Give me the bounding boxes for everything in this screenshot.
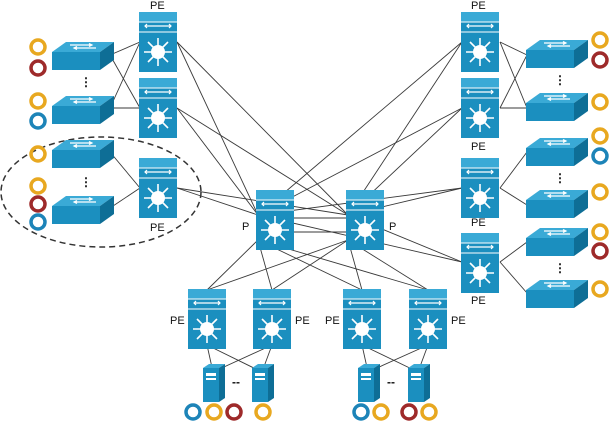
endpoint-icon: [420, 403, 438, 421]
endpoint-icon: [184, 403, 202, 421]
endpoint-icon: [29, 145, 47, 163]
pe-label: PE: [295, 315, 310, 327]
endpoint-icon: [29, 59, 47, 77]
endpoint-icon: [205, 403, 223, 421]
access-switch-right-5: [525, 227, 589, 257]
access-switch-left-2: [51, 95, 115, 125]
p-label: P: [242, 221, 249, 233]
ellipsis-left-top: ⋮: [80, 75, 92, 89]
pe-router-right-1: PE: [460, 0, 500, 73]
access-switch-right-3: [525, 137, 589, 167]
endpoint-icon: [29, 38, 47, 56]
endpoint-rings: [29, 31, 609, 421]
pe-router-left-3: PE: [138, 157, 178, 234]
endpoint-icon: [591, 223, 609, 241]
endpoint-icon: [591, 280, 609, 298]
endpoint-icon: [29, 92, 47, 110]
server-2: [252, 364, 274, 402]
endpoint-icon: [352, 403, 370, 421]
pe-label: PE: [150, 222, 165, 234]
pe-router-right-2: PE: [460, 77, 500, 153]
endpoint-icon: [591, 93, 609, 111]
endpoint-icon: [591, 242, 609, 260]
endpoint-icon: [591, 51, 609, 69]
ellipsis-right-1: ⋮: [554, 73, 566, 87]
pe-router-left-2: [138, 77, 178, 139]
endpoint-icon: [29, 177, 47, 195]
p-router-1: P: [242, 189, 295, 251]
ellipsis-left-cluster: ⋮: [80, 175, 92, 189]
ellipsis-right-3: ⋮: [554, 261, 566, 275]
pe-router-bottom-3: PE: [325, 288, 382, 350]
endpoint-icon: [591, 127, 609, 145]
endpoint-icon: [591, 147, 609, 165]
endpoint-icon: [372, 403, 390, 421]
pe-label: PE: [325, 315, 340, 327]
endpoint-icon: [225, 403, 243, 421]
ellipsis-servers-2: --: [387, 375, 395, 389]
server-4: [408, 364, 430, 402]
endpoint-icon: [29, 112, 47, 130]
access-switch-right-6: [525, 279, 589, 309]
endpoint-icon: [254, 403, 272, 421]
pe-label: PE: [471, 141, 486, 153]
pe-router-bottom-2: PE: [252, 288, 310, 350]
ellipsis-right-2: ⋮: [554, 171, 566, 185]
p-label: P: [389, 221, 396, 233]
pe-label: PE: [471, 295, 486, 307]
pe-router-bottom-4: PE: [408, 288, 466, 350]
endpoint-icon: [29, 213, 47, 231]
access-switch-left-3: [51, 139, 115, 169]
endpoint-icon: [400, 403, 418, 421]
access-switch-right-2: [525, 92, 589, 122]
pe-router-left-1: PE: [138, 0, 178, 73]
pe-label: PE: [451, 315, 466, 327]
pe-label: PE: [471, 0, 486, 12]
endpoint-icon: [591, 183, 609, 201]
access-switch-left-1: [51, 41, 115, 71]
pe-router-right-4: PE: [460, 232, 500, 307]
ellipsis-servers-1: --: [232, 375, 240, 389]
p-router-2: P: [345, 189, 396, 251]
pe-router-right-3: PE: [460, 157, 500, 229]
pe-label: PE: [170, 315, 185, 327]
pe-label: PE: [471, 217, 486, 229]
endpoint-icon: [591, 31, 609, 49]
server-3: [358, 364, 380, 402]
pe-label: PE: [150, 0, 165, 12]
access-switch-right-4: [525, 189, 589, 219]
access-switch-right-1: [525, 39, 589, 69]
pe-router-bottom-1: PE: [170, 288, 227, 350]
access-switch-left-4: [51, 195, 115, 225]
server-1: [203, 364, 225, 402]
endpoint-icon: [29, 195, 47, 213]
